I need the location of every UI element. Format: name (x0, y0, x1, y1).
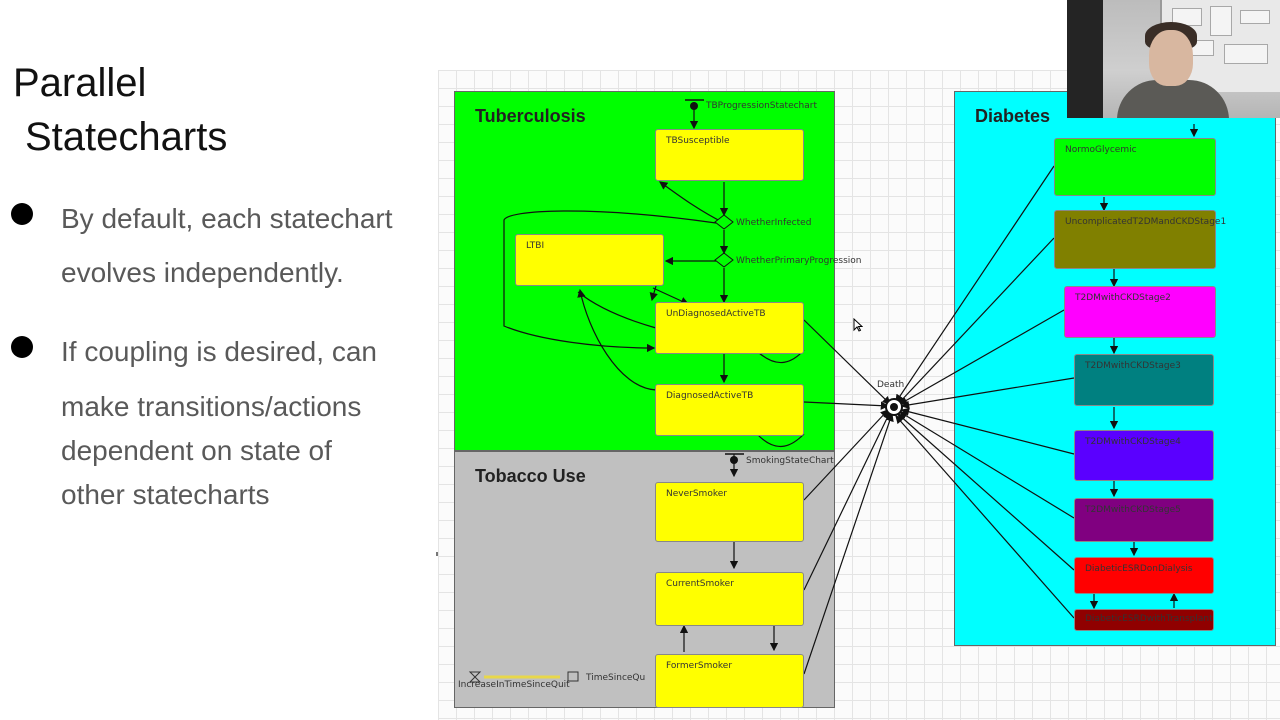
state-former-smoker: FormerSmoker (655, 654, 804, 708)
tb-region-title: Tuberculosis (475, 106, 586, 126)
state-t2dm-ckd4: T2DMwithCKDStage4 (1074, 430, 1214, 481)
bullet-dot-2 (11, 336, 33, 358)
state-normo-glycemic: NormoGlycemic (1054, 138, 1216, 196)
webcam-left-frame (1067, 0, 1103, 118)
branch-whether-primary-progression: WhetherPrimaryProgression (736, 256, 862, 266)
slide-title-line2: Statecharts (25, 115, 228, 159)
webcam-video (1067, 0, 1280, 118)
webcam-person-head (1149, 30, 1193, 86)
tobacco-region-title: Tobacco Use (475, 466, 586, 486)
state-uncomplicated-t2dm-ckd1: UncomplicatedT2DMandCKDStage1 (1054, 210, 1226, 269)
bullet2-line1: If coupling is desired, can (61, 336, 377, 367)
state-t2dm-ckd5: T2DMwithCKDStage5 (1074, 498, 1214, 542)
state-current-smoker: CurrentSmoker (655, 572, 804, 626)
state-esrd-dialysis: DiabeticESRDonDialysis (1074, 557, 1214, 594)
bullet2-line4: other statecharts (61, 479, 270, 510)
bullet-dot-1 (11, 203, 33, 225)
state-esrd-transplant: DiabeticESRDwithTransplant (1074, 609, 1214, 631)
state-undiagnosed-active-tb: UnDiagnosedActiveTB (655, 302, 804, 354)
transition-arrows (468, 99, 1199, 683)
death-label: Death (877, 380, 905, 390)
bullet1-line2: evolves independently. (61, 257, 344, 288)
event-increase-time-since-quit: IncreaseInTimeSinceQuit (458, 680, 570, 690)
state-tb-susceptible: TBSusceptible (655, 129, 804, 181)
mouse-cursor-icon (853, 318, 863, 332)
state-t2dm-ckd2: T2DMwithCKDStage2 (1064, 286, 1216, 338)
state-diagnosed-active-tb: DiagnosedActiveTB (655, 384, 804, 436)
diabetes-region-title: Diabetes (975, 106, 1051, 126)
webcam-person-body (1117, 80, 1229, 118)
slide-title-line1: Parallel (13, 61, 147, 105)
tb-statechart-label: TBProgressionStatechart (706, 101, 818, 111)
branch-whether-infected: WhetherInfected (736, 218, 812, 228)
state-ltbi: LTBI (515, 234, 664, 286)
bullet2-line3: dependent on state of (61, 435, 332, 466)
variable-time-since-quit: TimeSinceQu (586, 673, 646, 683)
state-t2dm-ckd3: T2DMwithCKDStage3 (1074, 354, 1214, 406)
smoking-statechart-label: SmokingStateChart (746, 456, 834, 466)
bullet1-line1: By default, each statechart (61, 203, 393, 234)
bullet2-line2: make transitions/actions (61, 391, 362, 422)
statechart-diagram: Tuberculosis Tobacco Use Diabetes (438, 70, 1280, 720)
state-never-smoker: NeverSmoker (655, 482, 804, 542)
